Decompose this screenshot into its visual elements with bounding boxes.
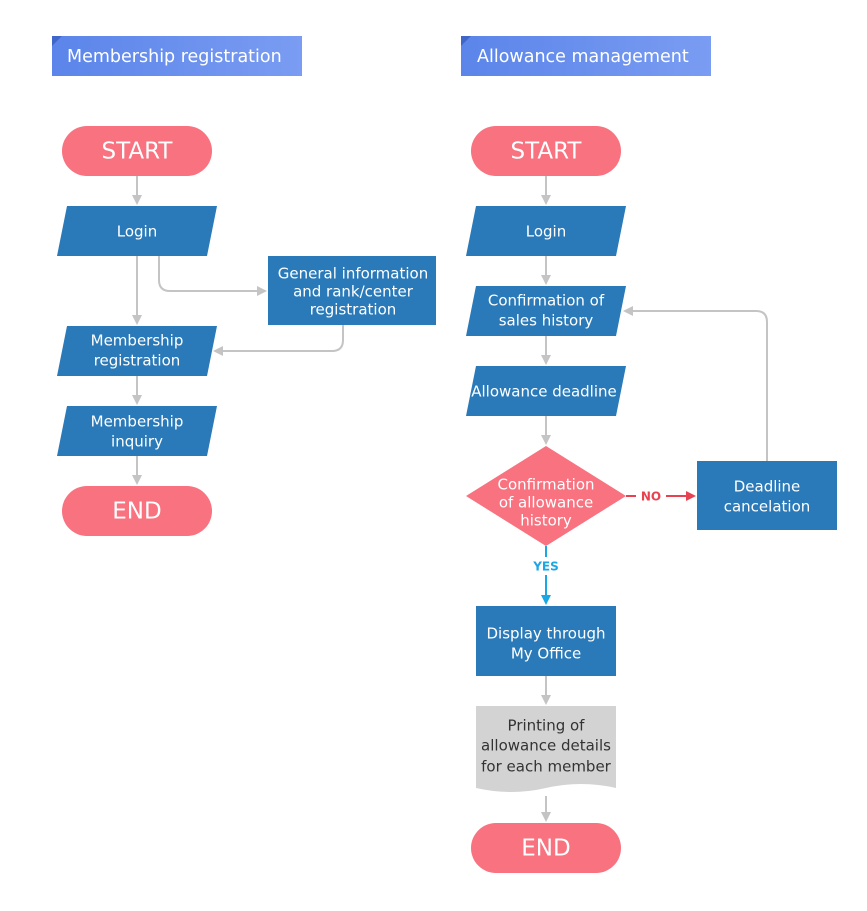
deadline-cancelation-node: Deadline cancelation — [697, 461, 837, 530]
connector-cancelation-sales — [623, 306, 768, 461]
general-info-line-2: and rank/center — [293, 283, 414, 301]
printing-line-2: allowance details — [481, 737, 611, 755]
membership-end-terminal: END — [62, 486, 212, 536]
decision-line-2: of allowance — [499, 494, 593, 512]
membership-registration-node: Membership registration — [57, 326, 217, 376]
sales-history-line-2: sales history — [499, 312, 594, 330]
allowance-decision-node: Confirmation of allowance history — [466, 446, 626, 546]
printing-line-3: for each member — [481, 758, 612, 776]
inquiry-line-2: inquiry — [111, 433, 163, 451]
decision-line-3: history — [520, 512, 572, 530]
membership-login-label: Login — [117, 223, 157, 241]
membership-flow: Membership registration START Login Gene… — [52, 36, 436, 536]
allowance-login-node: Login — [466, 206, 626, 256]
general-info-node: General information and rank/center regi… — [268, 256, 436, 325]
sales-history-node: Confirmation of sales history — [466, 286, 626, 336]
membership-start-terminal: START — [62, 126, 212, 176]
membership-login-node: Login — [57, 206, 217, 256]
printing-line-1: Printing of — [508, 717, 586, 735]
allowance-start-label: START — [511, 139, 583, 165]
yes-label-bg — [528, 557, 564, 575]
membership-header-bg — [52, 36, 302, 76]
connector-login-general-info — [158, 256, 267, 296]
printing-document-node: Printing of allowance details for each m… — [476, 706, 616, 792]
display-node: Display through My Office — [476, 606, 616, 676]
cancelation-line-2: cancelation — [724, 498, 811, 516]
cancelation-line-1: Deadline — [734, 478, 801, 496]
inquiry-line-1: Membership — [91, 413, 184, 431]
display-line-2: My Office — [511, 645, 581, 663]
membership-end-label: END — [112, 499, 161, 525]
membership-header-corner — [52, 36, 62, 46]
decision-line-1: Confirmation — [497, 476, 594, 494]
no-label-bg — [636, 487, 666, 505]
allowance-header-title: Allowance management — [477, 47, 689, 67]
allowance-login-label: Login — [526, 223, 566, 241]
allowance-header-bg — [461, 36, 711, 76]
membership-inquiry-node: Membership inquiry — [57, 406, 217, 456]
connector-general-info-registration — [213, 325, 344, 356]
allowance-end-terminal: END — [471, 823, 621, 873]
allowance-deadline-label: Allowance deadline — [471, 383, 617, 401]
yes-label: YES — [532, 560, 559, 574]
general-info-line-1: General information — [278, 265, 428, 283]
registration-line-1: Membership — [91, 332, 184, 350]
allowance-start-terminal: START — [471, 126, 621, 176]
no-label: NO — [641, 490, 661, 504]
general-info-line-3: registration — [310, 301, 397, 319]
allowance-header: Allowance management — [461, 36, 711, 76]
registration-line-2: registration — [94, 352, 181, 370]
allowance-flow: Allowance management NO YES START Login … — [461, 36, 837, 873]
membership-header: Membership registration — [52, 36, 302, 76]
allowance-end-label: END — [521, 836, 570, 862]
sales-history-line-1: Confirmation of — [488, 292, 605, 310]
allowance-deadline-node: Allowance deadline — [466, 366, 626, 416]
allowance-header-corner — [461, 36, 471, 46]
display-line-1: Display through — [487, 625, 606, 643]
membership-start-label: START — [102, 139, 174, 165]
membership-header-title: Membership registration — [67, 47, 282, 67]
